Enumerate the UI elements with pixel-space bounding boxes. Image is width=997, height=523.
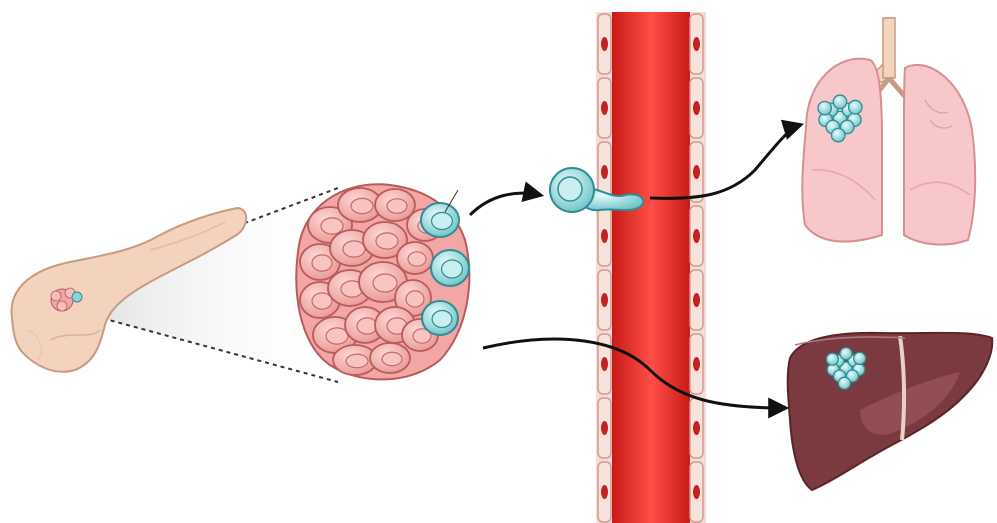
red-blood-cell (601, 229, 608, 243)
red-blood-cell (693, 421, 700, 435)
invasive-cell (421, 203, 459, 237)
invasive-cell (422, 301, 458, 335)
red-blood-cell (693, 293, 700, 307)
red-blood-cell (601, 101, 608, 115)
metastatic-cell (840, 348, 852, 360)
invasive-cell (431, 250, 469, 286)
red-blood-cell (693, 229, 700, 243)
cell-cluster-icon (296, 184, 469, 379)
metastatic-cell (831, 128, 845, 142)
liver-icon (788, 333, 993, 490)
red-blood-cell (693, 37, 700, 51)
red-blood-cell (601, 485, 608, 499)
red-blood-cell (693, 485, 700, 499)
blood-vessel-icon (596, 12, 706, 523)
tumor-cell (370, 343, 410, 373)
metastatic-cell (826, 353, 838, 365)
metastatic-cell (854, 352, 866, 364)
arrow-invasion (470, 193, 540, 215)
metastatic-cell (818, 101, 832, 115)
metastatic-cell (849, 100, 863, 114)
red-blood-cell (601, 293, 608, 307)
red-blood-cell (601, 357, 608, 371)
red-blood-cell (601, 37, 608, 51)
metastatic-cell (833, 95, 847, 109)
red-blood-cell (601, 165, 608, 179)
metastatic-cell (838, 377, 850, 389)
lungs-icon (802, 18, 975, 245)
red-blood-cell (693, 101, 700, 115)
red-blood-cell (693, 357, 700, 371)
red-blood-cell (601, 421, 608, 435)
red-blood-cell (693, 165, 700, 179)
